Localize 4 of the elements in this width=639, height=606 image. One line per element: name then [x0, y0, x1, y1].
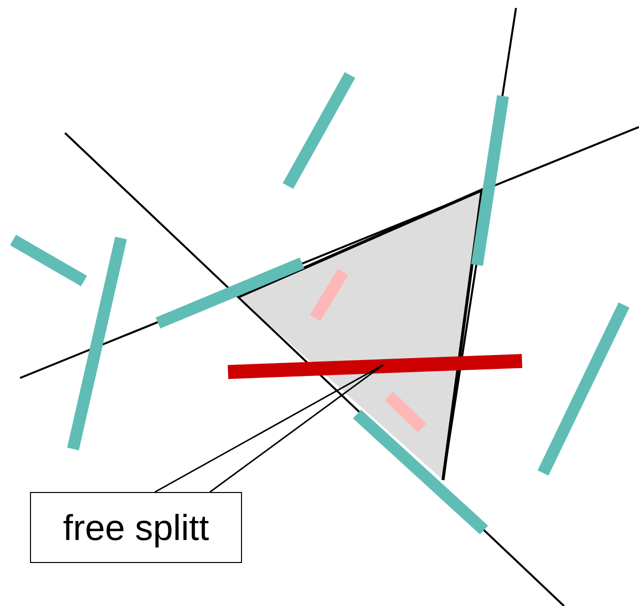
- leader-line: [154, 364, 384, 493]
- callout-box: [30, 492, 242, 563]
- callout-text: free splitt: [62, 506, 210, 548]
- splitter-bar: [228, 354, 522, 379]
